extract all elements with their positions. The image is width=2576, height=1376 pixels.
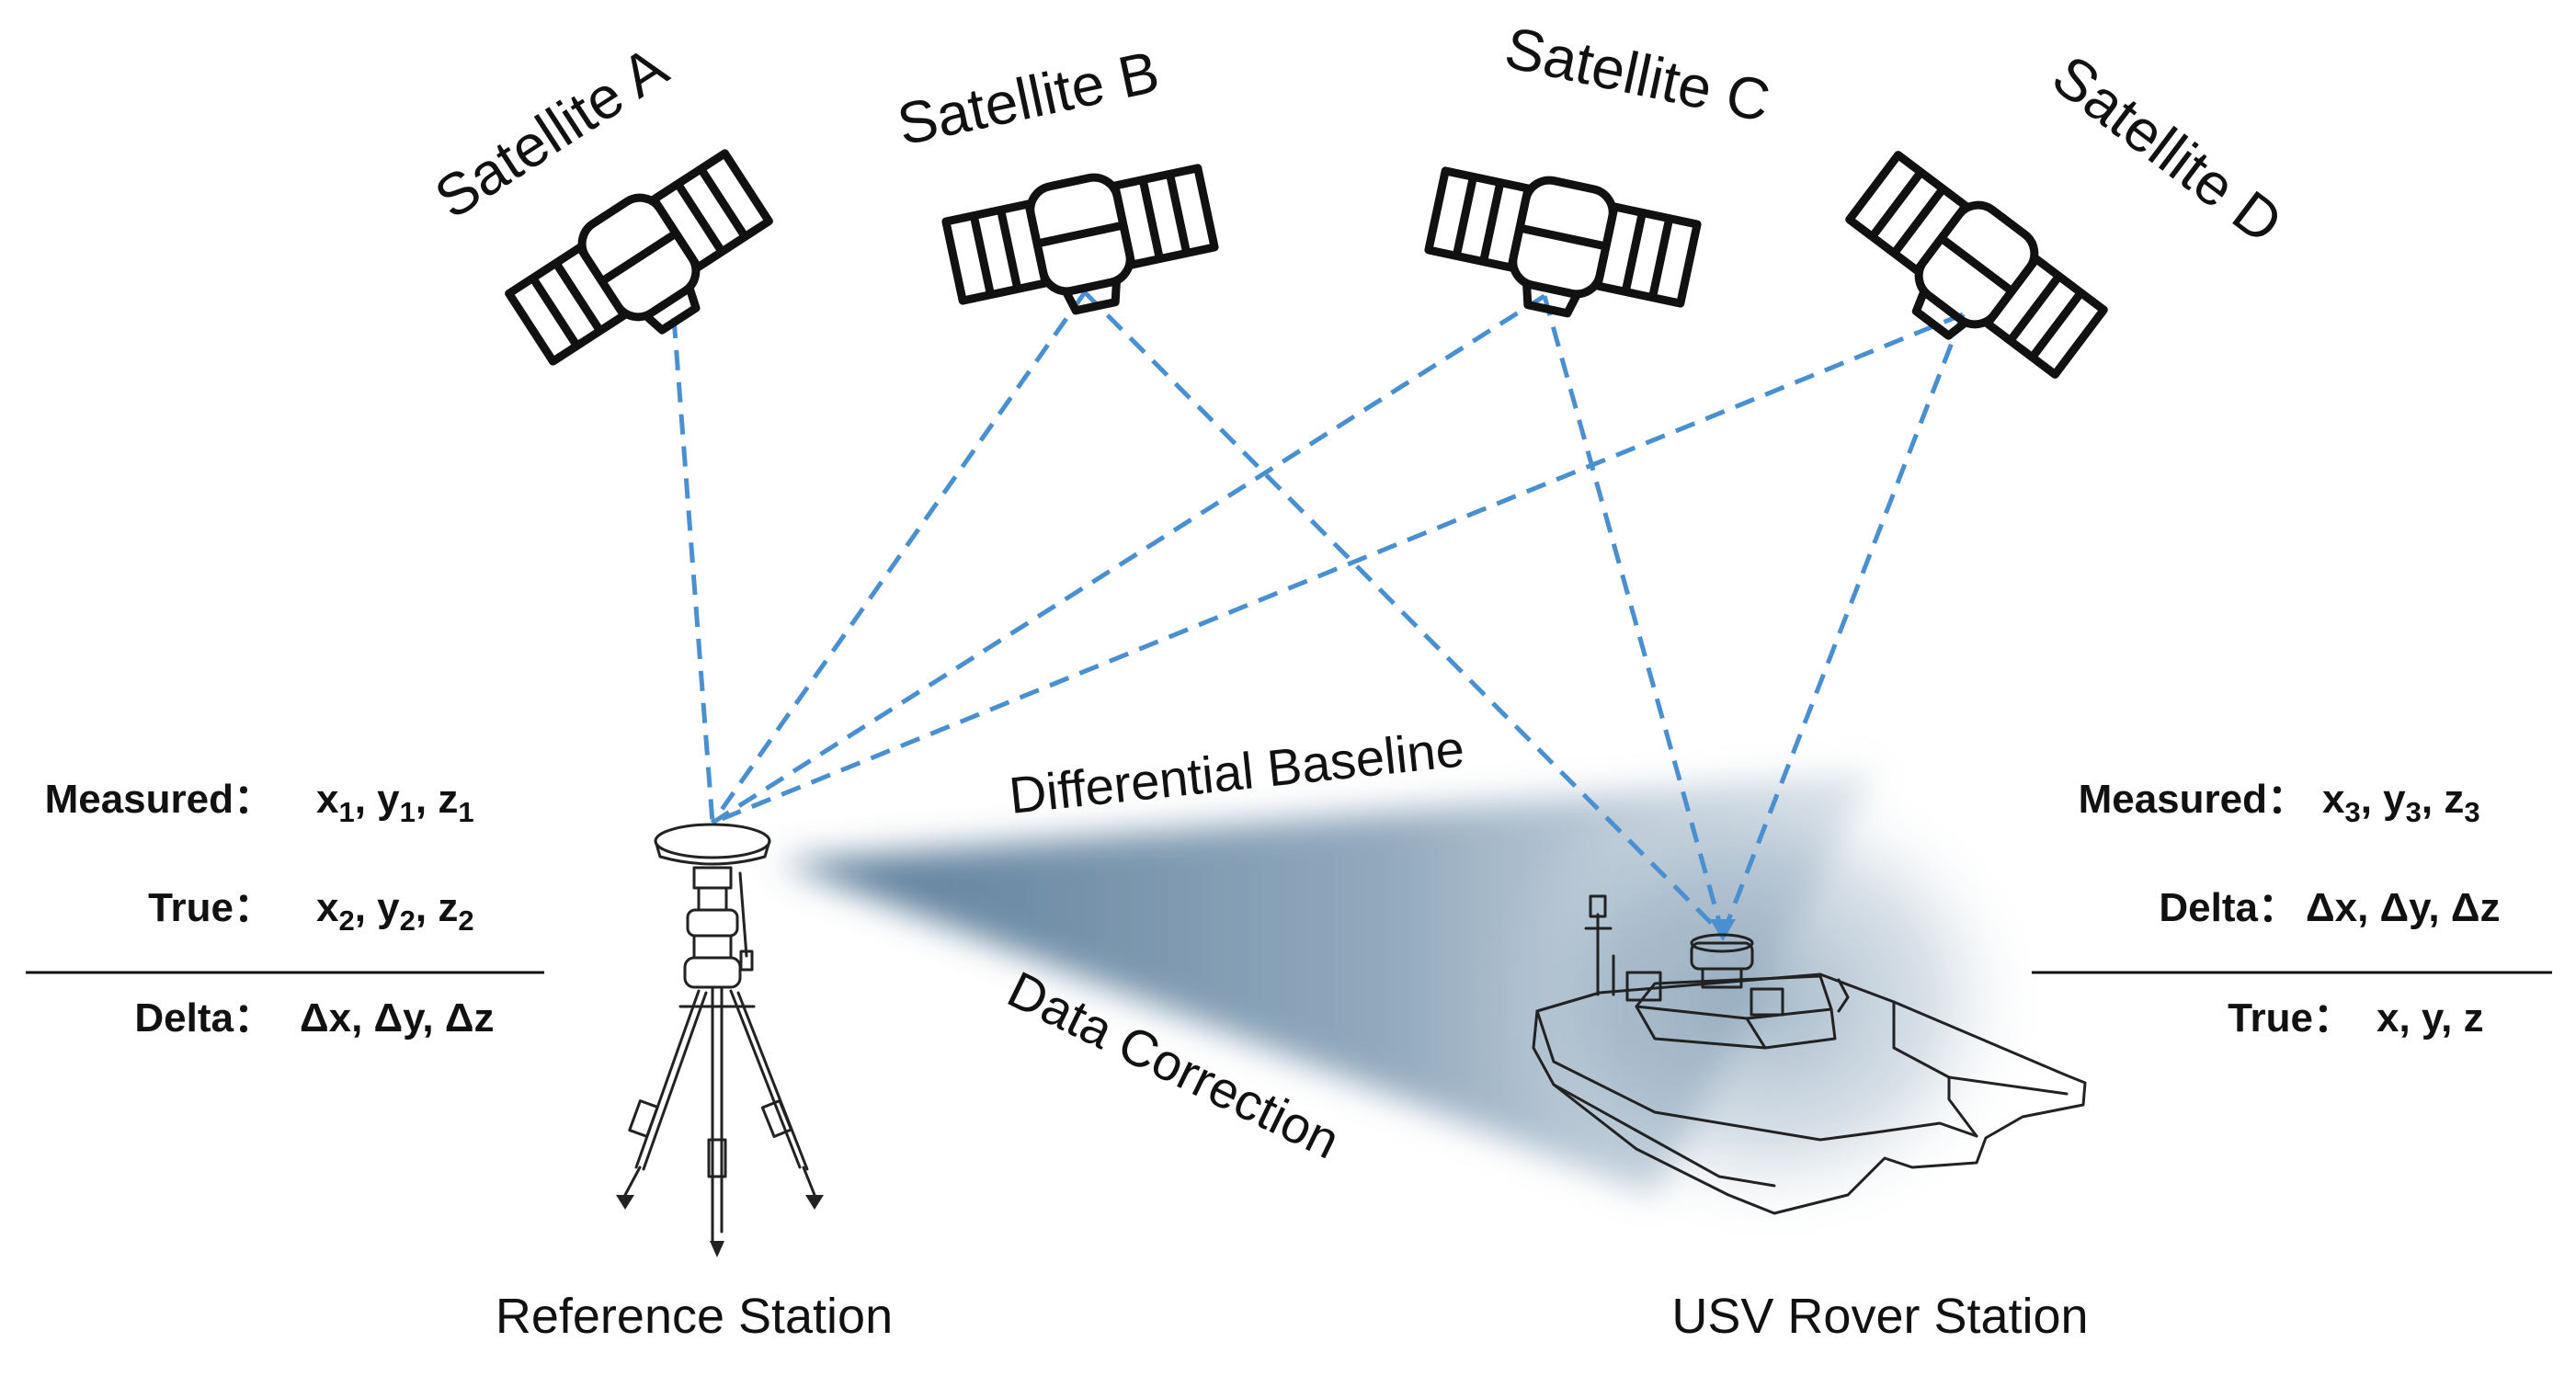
satellite-d-label: Satellite D xyxy=(2041,42,2295,256)
ray-d-rover xyxy=(1720,313,1966,936)
rover-coordinates-panel: Measured： x3, y3, z3 Delta： Δx, Δy, Δz T… xyxy=(2032,777,2552,1041)
ref-delta-row: Delta： xyxy=(134,995,274,1041)
ray-b-reference xyxy=(710,290,1088,824)
satellite-d-icon xyxy=(1829,144,2112,401)
rover-true-value: x, y, z xyxy=(2377,995,2484,1041)
correction-beam xyxy=(780,763,2046,1241)
rover-measured-row: Measured： xyxy=(2079,777,2308,822)
reference-station-icon xyxy=(616,823,824,1257)
satellite-a-icon xyxy=(502,142,787,389)
rover-delta-row: Delta： xyxy=(2159,885,2298,930)
reference-coordinates-panel: Measured： x1, y1, z1 True： x2, y2, z2 De… xyxy=(26,777,544,1041)
satellite-c-icon xyxy=(1421,158,1700,335)
satellite-b-label: Satellite B xyxy=(892,38,1165,157)
ref-delta-value: Δx, Δy, Δz xyxy=(300,995,494,1041)
rover-true-row: True： xyxy=(2228,995,2354,1041)
ref-measured-value: x1, y1, z1 xyxy=(316,777,474,828)
rover-station-label: USV Rover Station xyxy=(1671,1289,2088,1344)
rover-delta-value: Δx, Δy, Δz xyxy=(2306,885,2500,930)
satellite-c-label: Satellite C xyxy=(1499,14,1775,134)
satellite-b-icon xyxy=(943,155,1222,333)
ref-true-row: True： xyxy=(148,885,274,930)
rover-ray-arrowhead xyxy=(1710,919,1736,941)
ray-c-reference xyxy=(711,293,1546,825)
ref-true-value: x2, y2, z2 xyxy=(316,885,474,937)
reference-station-label: Reference Station xyxy=(496,1289,893,1344)
signal-rays xyxy=(671,290,1966,941)
ray-c-rover xyxy=(1542,295,1726,936)
usv-rover-icon xyxy=(1532,894,2087,1215)
ray-a-reference xyxy=(671,317,715,824)
differential-baseline-label: Differential Baseline xyxy=(1007,719,1467,824)
ref-measured-row: Measured： xyxy=(45,777,274,822)
ray-b-rover xyxy=(1083,290,1725,937)
rover-measured-value: x3, y3, z3 xyxy=(2322,777,2480,828)
